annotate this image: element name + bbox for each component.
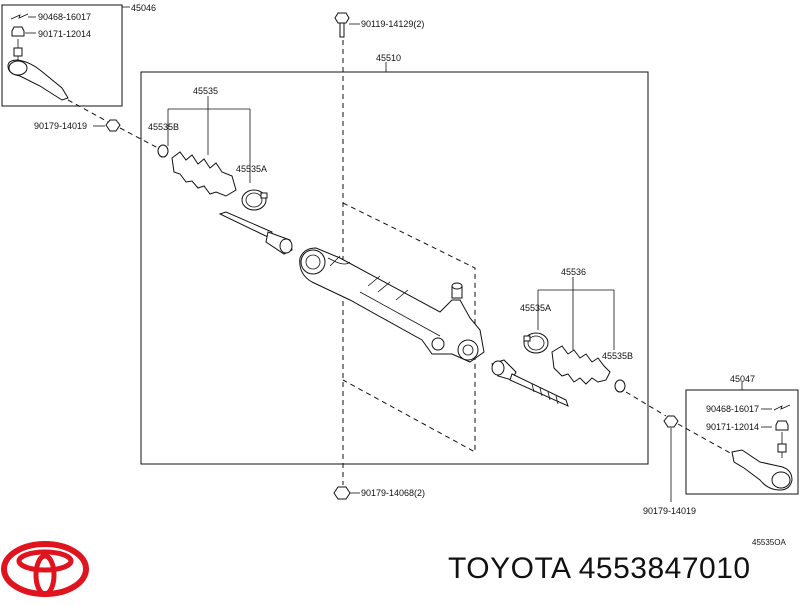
toyota-logo-icon [1,541,89,597]
boot-kit-left: 45535 45535B 45535A [148,86,268,211]
label-45535A-right: 45535A [520,303,551,313]
housing-outline-dashed [342,202,476,453]
label-90179-14068: 90179-14068(2) [361,488,425,498]
bolt-top: 90119-14129(2) [334,12,424,38]
inset-left-frame [1,4,123,107]
rack-housing [299,247,485,363]
castle-nut-icon [11,26,25,37]
clamp-small-icon [157,144,169,158]
label-45535-left: 45535 [193,86,218,96]
label-45535A-left: 45535A [236,164,267,174]
brand-part-number: TOYOTA 4553847010 [448,552,751,585]
cotter-pin-right-icon [773,404,791,411]
rack-assy-frame [140,71,649,465]
rack-housing-icon [299,247,485,363]
hex-nut-right-icon [663,415,679,428]
label-45510: 45510 [376,53,401,63]
nut-bottom: 90179-14068(2) [333,486,425,500]
nut-outer-right: 90179-14019 [643,415,733,516]
label-45536-right: 45536 [561,267,586,277]
label-45047: 45047 [730,374,755,384]
label-90171-12014-right: 90171-12014 [706,422,759,432]
boot-bellows-left-icon [171,151,237,197]
boot-bellows-right-icon [551,345,611,385]
hex-nut-icon [105,119,121,132]
castle-nut-right-icon [775,420,789,431]
flange-nut-icon [333,486,351,500]
label-90179-14019-right: 90179-14019 [643,506,696,516]
tie-rod-right [491,359,569,407]
clamp-small-right-icon [614,379,626,393]
label-90119-14129: 90119-14129(2) [361,19,424,29]
bolt-head-icon [334,12,350,24]
diagram-code: 45535OA [752,538,786,547]
tie-rod-left [218,211,293,255]
label-90171-12014-left: 90171-12014 [38,29,91,39]
inset-right-tie-rod-end: 45047 90468-16017 90171-12014 [685,374,799,495]
label-45535B-right: 45535B [602,351,633,361]
label-90468-16017-right: 90468-16017 [706,404,759,414]
label-45535B-left: 45535B [148,122,179,132]
label-90179-14019-left: 90179-14019 [34,121,87,131]
boot-kit-right: 45536 45535A 45535B [520,267,633,393]
nut-outer-left: 90179-14019 [34,119,159,149]
label-45046: 45046 [131,3,156,13]
cotter-pin-icon [10,13,29,20]
label-90468-16017-left: 90468-16017 [38,12,91,22]
inset-left-tie-rod-end: 45046 90468-16017 90171-12014 [1,3,156,125]
